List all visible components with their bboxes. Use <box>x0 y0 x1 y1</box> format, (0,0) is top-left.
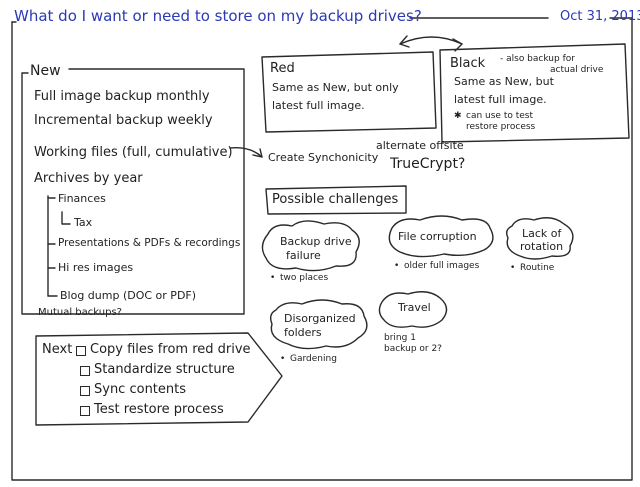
bullet-icon: • <box>510 263 516 273</box>
page-title: What do I want or need to store on my ba… <box>14 7 422 25</box>
truecrypt: TrueCrypt? <box>390 156 466 172</box>
red-line-1: Same as New, but only <box>272 81 399 94</box>
cloud-travel <box>378 291 448 328</box>
cloud-backup-failure <box>261 220 360 272</box>
challenge-file-corruption: File corruption <box>398 230 477 243</box>
cloud-lack-of-rotation <box>505 217 574 260</box>
checkbox-icon <box>80 386 90 396</box>
new-item-archives: Archives by year <box>34 171 143 186</box>
next-box-border <box>35 332 283 426</box>
challenge-disorganized-1: Disorganized <box>284 312 356 325</box>
black-note-line-1: can use to test <box>466 111 533 121</box>
black-heading: Black <box>450 56 486 71</box>
black-box-border <box>439 43 630 143</box>
next-task-sync: Sync contents <box>94 382 187 397</box>
new-item-incremental: Incremental backup weekly <box>34 113 213 128</box>
bullet-star-icon: ✱ <box>454 111 462 121</box>
black-note-line-2: restore process <box>466 122 536 132</box>
next-label: Next <box>42 342 73 357</box>
challenge-lack-of-rotation-1: Lack of <box>522 227 562 240</box>
page-frame <box>11 17 633 481</box>
new-item-finances: Finances <box>58 192 106 205</box>
red-box-border <box>261 51 437 133</box>
checkbox-icon <box>80 406 90 416</box>
challenge-file-corruption-note: older full images <box>404 261 480 271</box>
cloud-disorganized <box>269 299 368 350</box>
next-task-test-restore: Test restore process <box>94 402 224 417</box>
challenge-backup-failure-note: two places <box>280 273 329 283</box>
challenge-lack-of-rotation-2: rotation <box>520 240 564 253</box>
black-line-1: Same as New, but <box>454 75 554 88</box>
challenge-disorganized-note: Gardening <box>290 354 337 364</box>
arrow-to-sync <box>229 147 263 158</box>
red-heading: Red <box>270 61 295 76</box>
challenges-heading: Possible challenges <box>272 192 399 207</box>
checkbox-icon <box>80 366 90 376</box>
new-item-working-files: Working files (full, cumulative) <box>34 145 233 160</box>
next-task-standardize: Standardize structure <box>94 362 235 377</box>
challenge-travel-note: bring 1 backup or 2? <box>384 333 442 355</box>
challenge-backup-failure-2: failure <box>286 249 321 262</box>
black-line-2: latest full image. <box>454 93 547 106</box>
new-heading: New <box>30 63 61 79</box>
new-item-blog-dump: Blog dump (DOC or PDF) <box>60 289 197 302</box>
page-date: Oct 31, 2013 <box>560 9 640 24</box>
black-aside-line-2: actual drive <box>550 65 604 75</box>
cloud-file-corruption <box>388 215 494 258</box>
new-box-border <box>21 68 245 315</box>
create-synchonicity: Create Synchonicity <box>268 151 379 164</box>
challenge-lack-of-rotation-note: Routine <box>520 263 555 273</box>
new-item-presentations: Presentations & PDFs & recordings <box>58 237 241 249</box>
alternate-offsite: alternate offsite <box>376 139 464 152</box>
black-aside-line-1: - also backup for <box>500 54 575 64</box>
double-arrow-icon <box>399 36 463 45</box>
bullet-icon: • <box>280 354 286 364</box>
next-task-copy: Copy files from red drive <box>90 342 251 357</box>
red-line-2: latest full image. <box>272 99 365 112</box>
challenge-travel: Travel <box>398 301 431 314</box>
challenge-disorganized-2: folders <box>284 326 322 339</box>
new-item-tax: Tax <box>74 216 93 229</box>
mutual-backups-note: Mutual backups? <box>38 307 122 318</box>
new-item-full-image: Full image backup monthly <box>34 89 210 104</box>
bullet-icon: • <box>394 261 400 271</box>
checkbox-icon <box>76 346 86 356</box>
new-item-hi-res: Hi res images <box>58 261 134 274</box>
challenges-box-border <box>265 185 407 215</box>
challenge-backup-failure-1: Backup drive <box>280 235 352 248</box>
bullet-icon: • <box>270 273 276 283</box>
